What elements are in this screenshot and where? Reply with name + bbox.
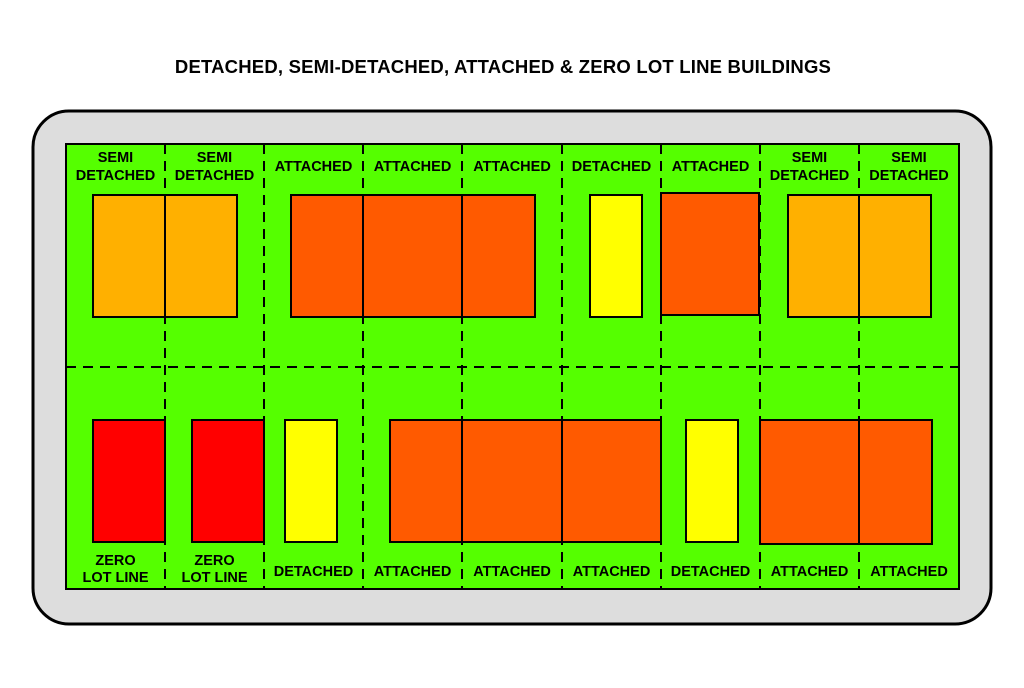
lot-label: ATTACHED	[473, 159, 551, 175]
semi-detached-building	[164, 194, 238, 318]
lot-labels-layer: SEMI DETACHED SEMI DETACHED ATTACHED ATTACHED…	[76, 150, 949, 586]
lot-label: DETACHED	[274, 564, 353, 580]
detached-building	[589, 194, 643, 318]
lot-label: DETACHED	[572, 159, 651, 175]
lot-label: DETACHED	[76, 168, 155, 184]
semi-detached-building	[787, 194, 860, 318]
attached-building	[461, 194, 536, 318]
lot-label: SEMI	[98, 150, 133, 166]
lot-label: ZERO	[95, 553, 135, 569]
semi-detached-building	[92, 194, 166, 318]
lot-label: DETACHED	[869, 168, 948, 184]
lot-label: SEMI	[197, 150, 232, 166]
lot-lines-layer	[66, 144, 959, 589]
attached-building	[362, 194, 463, 318]
lot-label: DETACHED	[671, 564, 750, 580]
lot-label: SEMI	[792, 150, 827, 166]
attached-building	[389, 419, 463, 543]
diagram-title: DETACHED, SEMI-DETACHED, ATTACHED & ZERO…	[174, 56, 832, 77]
lot-label: LOT LINE	[181, 570, 247, 586]
lot-label: ATTACHED	[374, 159, 452, 175]
buildings-layer	[92, 192, 933, 545]
lot-label: ATTACHED	[672, 159, 750, 175]
lot-label: SEMI	[891, 150, 926, 166]
lot-label: ATTACHED	[473, 564, 551, 580]
lot-label: ATTACHED	[374, 564, 452, 580]
lot-label: ATTACHED	[870, 564, 948, 580]
lot-label: ATTACHED	[275, 159, 353, 175]
detached-building	[284, 419, 338, 543]
lot-label: DETACHED	[175, 168, 254, 184]
attached-building	[561, 419, 662, 543]
lot-label: DETACHED	[770, 168, 849, 184]
detached-building	[685, 419, 739, 543]
attached-building	[858, 419, 933, 545]
attached-building	[759, 419, 860, 545]
lot-label: ATTACHED	[771, 564, 849, 580]
zero-lot-line-building	[191, 419, 265, 543]
lot-label: ATTACHED	[573, 564, 651, 580]
semi-detached-building	[858, 194, 932, 318]
lot-label: ZERO	[194, 553, 234, 569]
attached-building	[461, 419, 563, 543]
attached-building	[290, 194, 364, 318]
attached-building	[660, 192, 760, 316]
lot-label: LOT LINE	[82, 570, 148, 586]
zero-lot-line-building	[92, 419, 166, 543]
